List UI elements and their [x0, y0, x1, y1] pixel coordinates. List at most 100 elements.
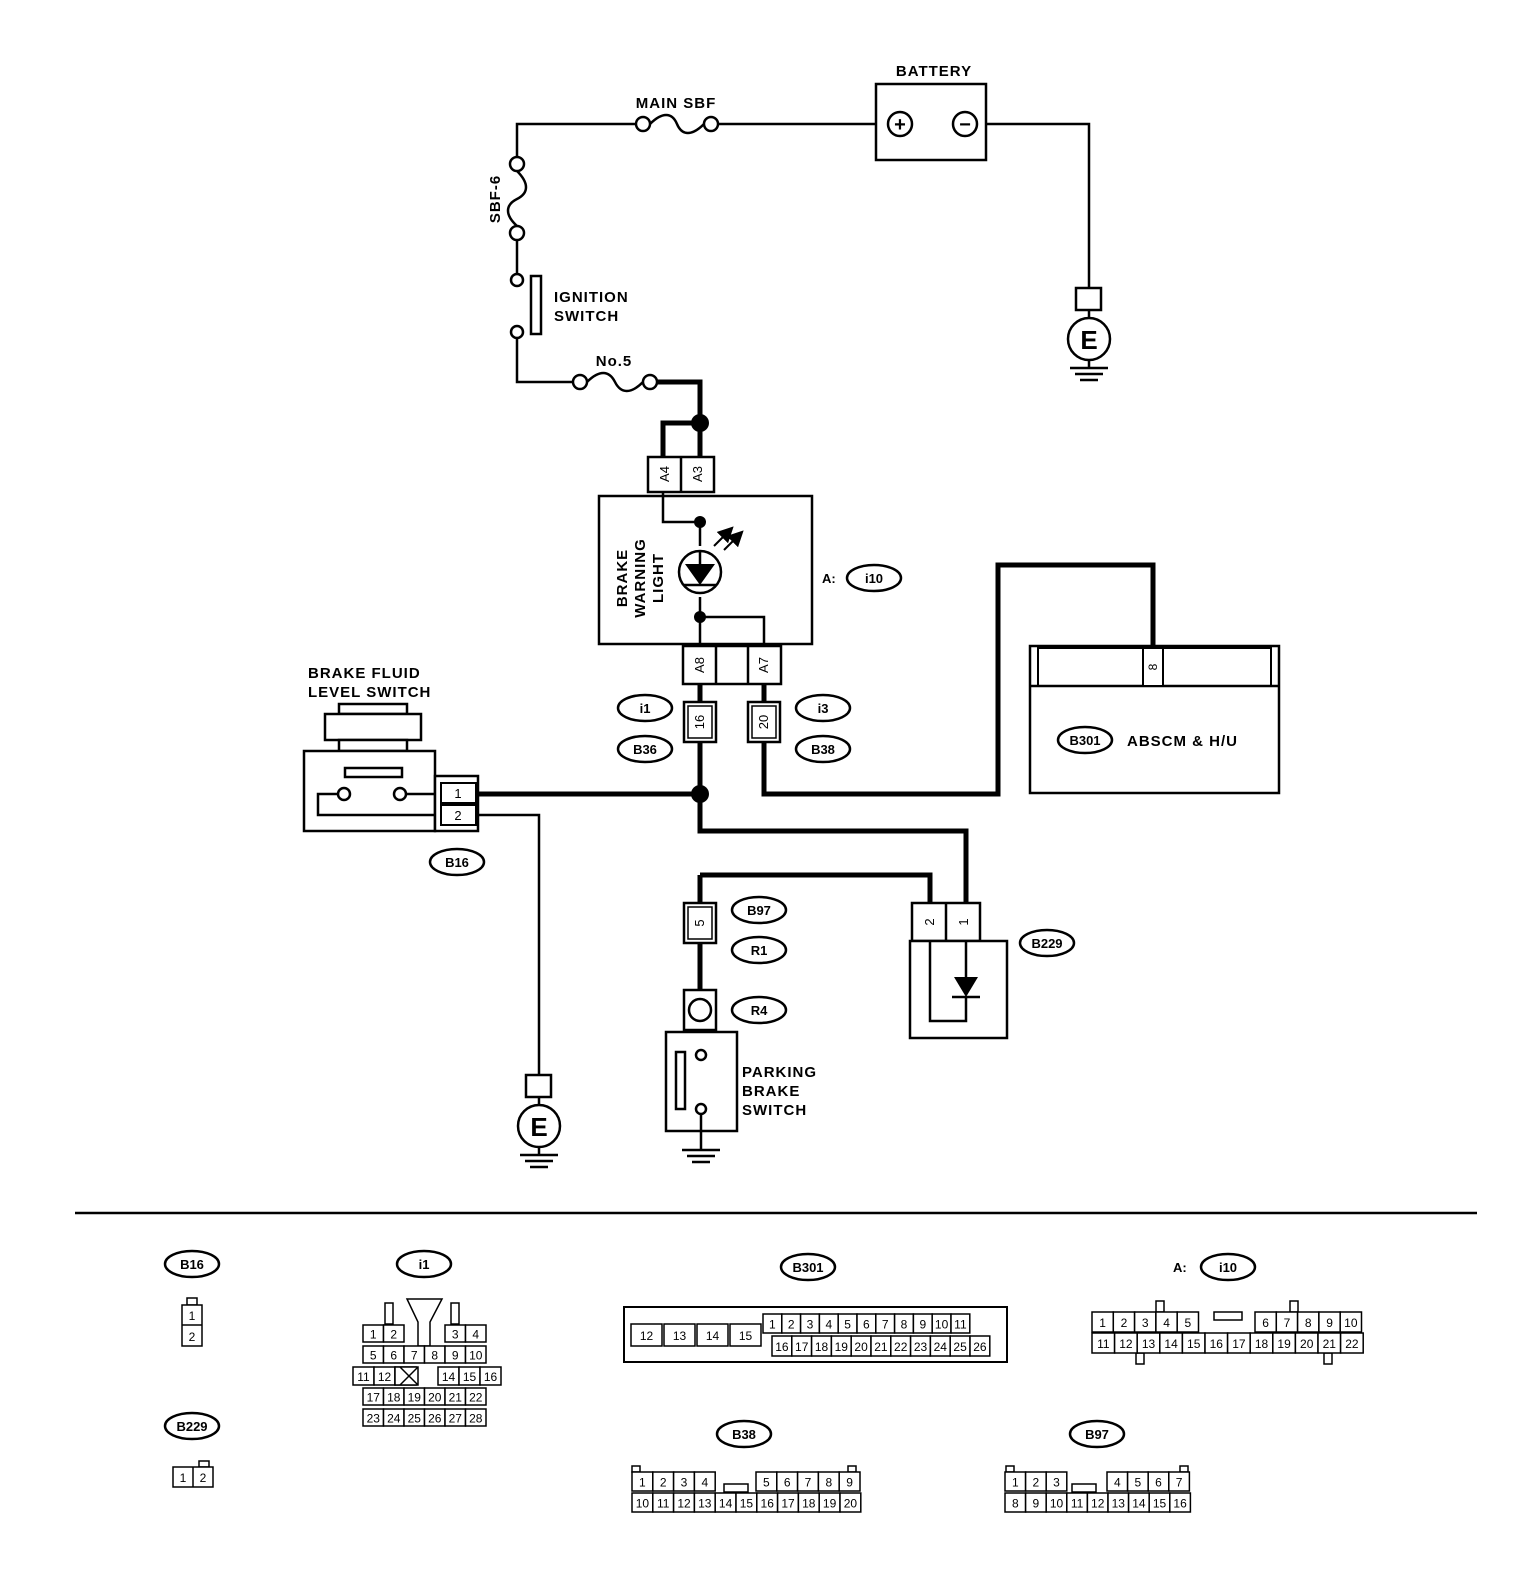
brake-fluid-level-switch: BRAKE FLUID LEVEL SWITCH 1 2: [302, 665, 480, 833]
b97-pin-10-label: 10: [1050, 1497, 1064, 1511]
b38-pin-3-label: 3: [681, 1476, 688, 1490]
i10-pin-5-label: 5: [1185, 1316, 1192, 1330]
i10-pin-6-label: 6: [1262, 1316, 1269, 1330]
pin-8: 8: [1146, 663, 1160, 670]
i10-pin-10-cell: [1339, 1311, 1363, 1333]
b97-pin-16-cell: [1169, 1492, 1192, 1513]
i1-pin-4-cell: [464, 1324, 487, 1343]
pbs-label-1: PARKING: [742, 1064, 817, 1081]
i10-pin-4-label: 4: [1163, 1316, 1170, 1330]
i1-pin-18-label: 18: [387, 1391, 401, 1405]
b38-pin-8-label: 8: [825, 1476, 832, 1490]
b301-pin-14-label: 14: [706, 1329, 720, 1343]
a-prefix-i10: A:: [822, 571, 836, 586]
i1-pin-10-cell: [464, 1345, 487, 1364]
i10-pin-15-label: 15: [1187, 1337, 1201, 1351]
b301-pin-10-label: 10: [935, 1318, 949, 1332]
i10-pin-11-label: 11: [1097, 1337, 1110, 1351]
pbs-label-2: BRAKE: [742, 1083, 800, 1100]
i1-pin-22-cell: [464, 1387, 487, 1406]
pin-a7: A7: [756, 657, 771, 673]
conn-b16: B16: [445, 855, 469, 870]
b97-pin-3-label: 3: [1053, 1476, 1060, 1490]
b38-pin-15-label: 15: [740, 1497, 754, 1511]
pin-20: 20: [756, 715, 771, 729]
i1-pin-27-label: 27: [449, 1412, 463, 1426]
b38-pin-20-label: 20: [844, 1497, 858, 1511]
i1-pin-12-label: 12: [378, 1370, 392, 1384]
b301-pin-13-label: 13: [673, 1329, 687, 1343]
pin-16: 16: [692, 715, 707, 729]
ignition-label-1: IGNITION: [554, 289, 629, 306]
parking-brake-switch: 5 PARKING BRAKE SWITCH: [664, 901, 817, 1164]
b97-pin-1-label: 1: [1012, 1476, 1019, 1490]
b38-pin-16-label: 16: [761, 1497, 775, 1511]
b301-pin-26-label: 26: [973, 1340, 987, 1354]
b97-pin-11-label: 11: [1071, 1497, 1084, 1511]
i1-pin-26-label: 26: [428, 1412, 442, 1426]
i10-pin-2-label: 2: [1121, 1316, 1128, 1330]
b97-pin-16-label: 16: [1173, 1497, 1187, 1511]
conn-r4: R4: [751, 1003, 768, 1018]
i1-pin-23-label: 23: [367, 1412, 381, 1426]
face-b16: 1 2: [181, 1297, 203, 1347]
ignition-label-2: SWITCH: [554, 308, 619, 325]
i1-pin-16-label: 16: [484, 1370, 498, 1384]
i1-pin-15-label: 15: [463, 1370, 477, 1384]
b38-pin-13-label: 13: [698, 1497, 712, 1511]
ground-b16: E: [516, 1073, 562, 1169]
i10-pin-20-label: 20: [1300, 1337, 1314, 1351]
i10-pin-22-label: 22: [1345, 1337, 1359, 1351]
diode-b229: 2 1: [908, 901, 1009, 1040]
b97-pin-13-label: 13: [1112, 1497, 1126, 1511]
conn-b229: B229: [1031, 936, 1062, 951]
b301-pin-12-cell: [630, 1323, 663, 1347]
i1-pin-28-label: 28: [469, 1412, 483, 1426]
i1-pin-1-label: 1: [370, 1328, 377, 1342]
face-i10-title: i10: [1219, 1260, 1237, 1275]
face-b229-pin-1: 1: [180, 1471, 187, 1485]
pin-a4: A4: [657, 466, 672, 482]
b301-pin-21-label: 21: [874, 1340, 888, 1354]
b38-pin-4-cell: [693, 1471, 716, 1492]
ground-label-top: E: [1080, 325, 1097, 355]
b301-pin-5-label: 5: [844, 1318, 851, 1332]
face-b16-pin-1: 1: [189, 1309, 196, 1323]
ground-battery: E: [1066, 286, 1112, 382]
i1-pin-2-cell: [382, 1324, 405, 1343]
i10-pin-17-label: 17: [1232, 1337, 1246, 1351]
pin-5: 5: [692, 919, 707, 926]
brake-warning-light: A4 A3 BRAKE WARNING LIGHT A8 A7: [597, 455, 814, 686]
b38-pin-7-label: 7: [805, 1476, 812, 1490]
b97-pin-9-label: 9: [1033, 1497, 1040, 1511]
bwl-label-2: WARNING: [632, 538, 649, 618]
i1-pin-2-label: 2: [390, 1328, 397, 1342]
b97-pin-6-label: 6: [1155, 1476, 1162, 1490]
b97-pin-7-cell: [1168, 1471, 1191, 1492]
b38-pin-5-label: 5: [763, 1476, 770, 1490]
i1-pin-11-label: 11: [357, 1370, 370, 1384]
i10-pin-10-label: 10: [1344, 1316, 1358, 1330]
junction-dots: [691, 414, 709, 803]
b38-pin-2-label: 2: [660, 1476, 667, 1490]
conn-b36: B36: [633, 742, 657, 757]
main-sbf-fuse: [634, 113, 720, 135]
i10-pin-3-label: 3: [1142, 1316, 1149, 1330]
b229-pin-2: 2: [922, 918, 937, 925]
b301-pin-13-cell: [663, 1323, 696, 1347]
sbf6-fuse: [506, 155, 528, 242]
i1-pin-9-label: 9: [452, 1349, 459, 1363]
i1-pin-16-cell: [479, 1366, 502, 1386]
i1-pin-21-label: 21: [449, 1391, 463, 1405]
b301-pin-2-label: 2: [788, 1318, 795, 1332]
b97-pin-7-label: 7: [1176, 1476, 1183, 1490]
fuse-no5: [571, 371, 659, 393]
b97-pin-15-label: 15: [1153, 1497, 1167, 1511]
b301-pin-25-label: 25: [953, 1340, 967, 1354]
i10-pin-1-label: 1: [1099, 1316, 1106, 1330]
b301-pin-20-label: 20: [854, 1340, 868, 1354]
